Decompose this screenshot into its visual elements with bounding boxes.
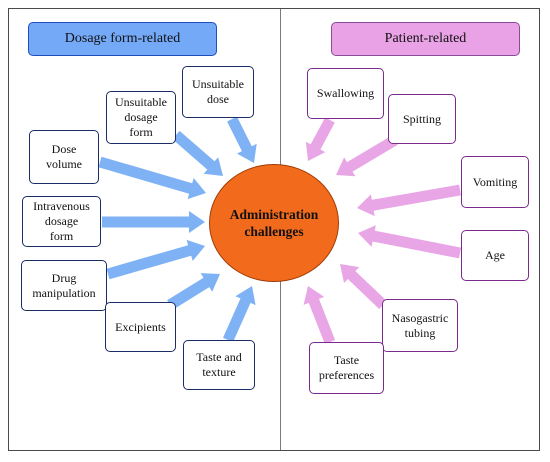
- factor-dose-volume: Dose volume: [29, 130, 99, 184]
- factor-nasogastric-tubing: Nasogastric tubing: [382, 299, 458, 352]
- arrow-swallowing: [305, 117, 335, 161]
- arrow-taste-and-texture: [223, 286, 256, 343]
- factor-intravenous-dosage-form: Intravenous dosage form: [22, 196, 101, 247]
- arrow-spitting: [336, 135, 398, 177]
- factor-taste-preferences: Taste preferences: [309, 342, 384, 394]
- patient-header: Patient-related: [331, 22, 520, 56]
- factor-drug-manipulation: Drug manipulation: [21, 260, 107, 311]
- arrow-age: [358, 225, 462, 259]
- factor-spitting: Spitting: [388, 94, 456, 144]
- dosage-header: Dosage form-related: [28, 22, 217, 56]
- factor-excipients: Excipients: [105, 302, 176, 352]
- factor-taste-and-texture: Taste and texture: [183, 340, 255, 390]
- arrow-vomiting: [357, 184, 461, 217]
- arrow-unsuitable-dosage-form: [172, 130, 223, 176]
- administration-challenges-ellipse: Administration challenges: [209, 164, 339, 282]
- arrow-taste-preferences: [303, 286, 336, 344]
- factor-vomiting: Vomiting: [461, 156, 529, 208]
- figure-frame: [8, 8, 540, 451]
- arrow-nasogastric-tubing: [340, 264, 387, 309]
- arrow-unsuitable-dose: [227, 116, 257, 163]
- arrow-drug-manipulation: [106, 239, 205, 280]
- factor-unsuitable-dose: Unsuitable dose: [182, 66, 254, 118]
- factor-age: Age: [461, 230, 529, 281]
- arrow-dose-volume: [98, 156, 206, 200]
- factor-unsuitable-dosage-form: Unsuitable dosage form: [106, 91, 176, 144]
- arrow-intravenous-dosage-form: [102, 211, 205, 233]
- factor-swallowing: Swallowing: [307, 68, 384, 119]
- arrow-excipients: [167, 273, 220, 310]
